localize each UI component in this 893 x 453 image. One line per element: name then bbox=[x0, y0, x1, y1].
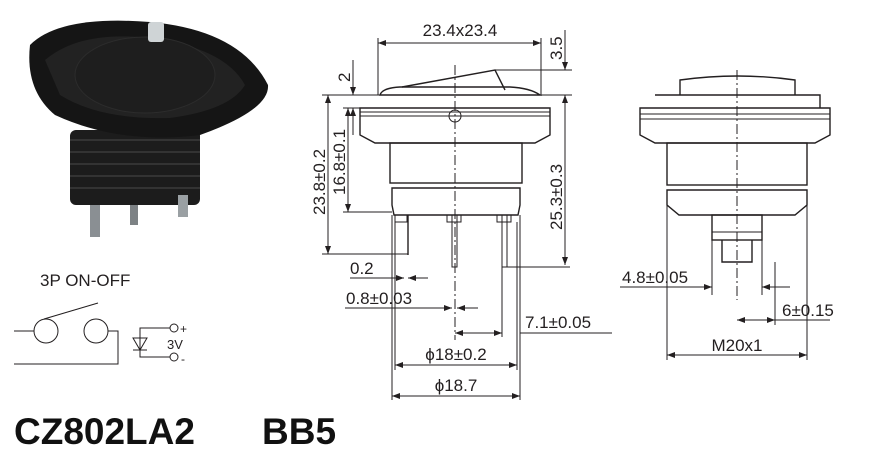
model-number: CZ802LA2 bbox=[14, 411, 195, 452]
bezel-thickness-dim: 2 bbox=[335, 73, 354, 82]
bezel-size-dim: 23.4x23.4 bbox=[423, 21, 498, 40]
mount-diameter-dim: ϕ18±0.2 bbox=[425, 345, 486, 364]
overall-height-dim: 23.8±0.2 bbox=[310, 149, 329, 215]
voltage-label: 3V bbox=[167, 337, 183, 352]
plus-label: + bbox=[180, 322, 187, 336]
terminal-width-dim: 0.8±0.03 bbox=[346, 289, 412, 308]
terminal-spacing-dim: 7.1±0.05 bbox=[525, 313, 591, 332]
body-height-dim: 16.8±0.1 bbox=[330, 129, 349, 195]
side-terminal-width-dim: 4.8±0.05 bbox=[622, 268, 688, 287]
body-diameter-dim: ϕ18.7 bbox=[435, 376, 478, 395]
front-view: 23.4x23.4 3.5 2 23.8±0.2 16.8±0.1 25.3±0… bbox=[310, 21, 612, 400]
minus-label: - bbox=[181, 352, 185, 366]
side-view: 4.8±0.05 6±0.15 M20x1 bbox=[620, 70, 834, 360]
product-photo bbox=[29, 20, 269, 237]
switch-type-label: 3P ON-OFF bbox=[40, 271, 130, 290]
thread-dim: M20x1 bbox=[711, 336, 762, 355]
terminal-thickness-dim: 0.2 bbox=[350, 259, 374, 278]
rocker-height-dim: 3.5 bbox=[547, 36, 566, 60]
total-height-dim: 25.3±0.3 bbox=[547, 164, 566, 230]
terminal-pitch-dim: 6±0.15 bbox=[782, 301, 834, 320]
switch-schematic: 3P ON-OFF + - 3V bbox=[14, 271, 187, 366]
model-suffix: BB5 bbox=[262, 411, 336, 452]
